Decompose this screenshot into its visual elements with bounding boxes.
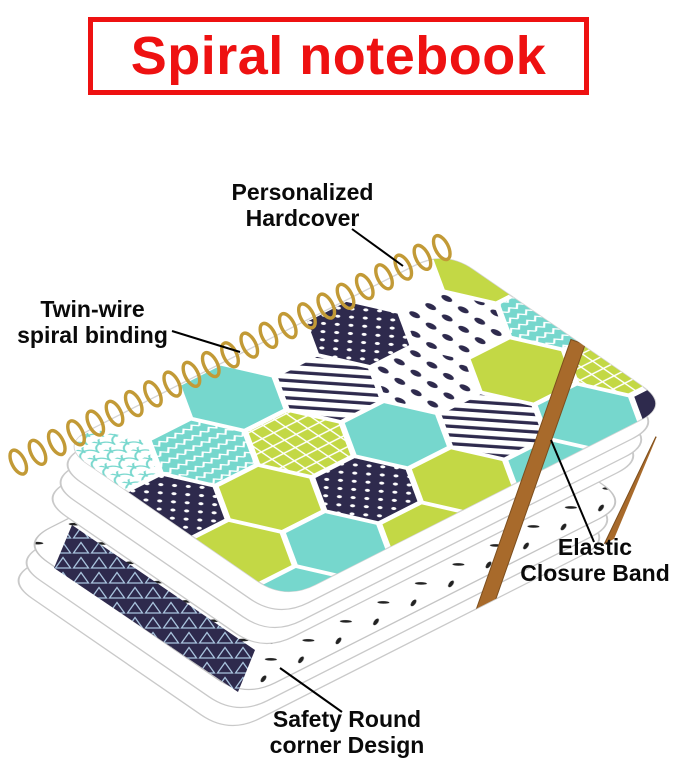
spiral-wire-loop xyxy=(374,263,394,291)
triangle-pattern-strip xyxy=(54,525,255,692)
spiral-wire-loop xyxy=(220,341,240,369)
spiral-wire-loop xyxy=(46,428,67,457)
label-line: Twin-wire xyxy=(40,296,145,322)
spiral-wire-loop xyxy=(431,233,452,262)
spiral-wire-loop xyxy=(142,380,163,408)
hexagon-motif xyxy=(374,348,477,412)
spiral-wire-loop xyxy=(8,448,29,476)
label-line: Elastic xyxy=(557,534,633,560)
spiral-wire-loop xyxy=(85,409,106,437)
hexagon-motif xyxy=(411,449,514,513)
spiral-wire-loop xyxy=(123,389,144,418)
callout-corner-line xyxy=(279,667,343,713)
spiral-wire-loop xyxy=(239,331,260,359)
hexagon-motif xyxy=(470,339,573,403)
spiral-wire-loop xyxy=(277,311,298,340)
spiral-wire-loop xyxy=(27,438,48,466)
label-line: Hardcover xyxy=(245,205,360,231)
hexagon-motif xyxy=(403,293,506,357)
spiral-wire-loop xyxy=(200,350,221,379)
label-line: Closure Band xyxy=(520,560,670,586)
label-safety-round-corner: Safety Round corner Design xyxy=(252,706,442,758)
callout-lines xyxy=(171,228,595,713)
spiral-wire-loop xyxy=(258,321,279,350)
page-title: Spiral notebook xyxy=(130,26,547,86)
label-line: spiral binding xyxy=(17,322,168,348)
title-banner: Spiral notebook xyxy=(88,17,589,95)
hexagon-motif xyxy=(285,513,389,577)
spiral-wire-loop xyxy=(393,253,414,281)
spiral-wire-loop xyxy=(296,302,317,330)
spiral-wire-loop xyxy=(104,399,125,427)
spiral-wire-loop xyxy=(66,419,86,447)
hexagon-motif xyxy=(315,458,418,522)
hexagon-motif xyxy=(181,365,284,429)
callout-elastic-line xyxy=(550,439,595,543)
label-line: corner Design xyxy=(269,732,425,758)
hexagon-motif xyxy=(441,394,544,458)
label-personalized-hardcover: Personalized Hardcover xyxy=(210,179,395,231)
spiral-wire-loop xyxy=(162,370,183,398)
hexagon-motif xyxy=(151,420,254,484)
hexagon-motif xyxy=(218,466,321,531)
callout-hardcover-line xyxy=(351,228,404,267)
label-line: Personalized xyxy=(231,179,374,205)
spiral-wire-loop xyxy=(412,243,433,272)
spiral-wire-loop xyxy=(335,282,356,310)
callout-spiral-line xyxy=(171,330,241,353)
spiral-binding xyxy=(8,233,452,476)
spiral-wire-loop xyxy=(316,292,337,320)
spiral-wire-loop xyxy=(354,272,375,301)
hexagon-motif xyxy=(248,411,351,476)
spiral-wire-loop xyxy=(181,360,202,389)
label-twin-wire-spiral-binding: Twin-wire spiral binding xyxy=(10,296,175,348)
label-elastic-closure-band: Elastic Closure Band xyxy=(510,534,679,586)
hexagon-motif xyxy=(277,356,380,421)
label-line: Safety Round xyxy=(272,706,422,732)
hexagon-motif xyxy=(344,403,447,467)
